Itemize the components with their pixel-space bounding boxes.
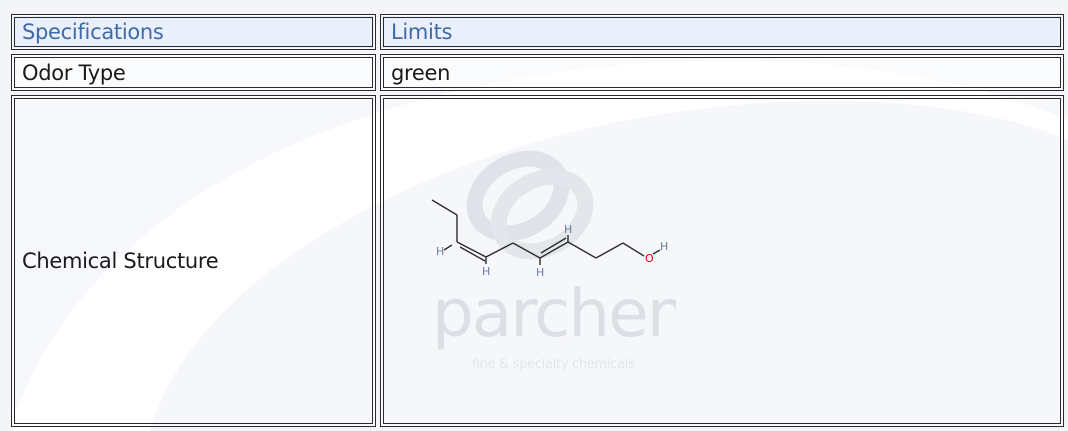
- specifications-header: Specifications: [11, 14, 376, 50]
- hydrogen-label: H: [564, 223, 572, 236]
- watermark-tagline: fine & specialty chemicals: [472, 357, 635, 372]
- limits-header: Limits: [379, 14, 1064, 50]
- chemical-structure-label: Chemical Structure: [11, 95, 376, 427]
- hydrogen-label: H: [660, 240, 668, 253]
- specifications-table: Specifications Limits Odor Type green Ch…: [7, 10, 1068, 431]
- hydrogen-label: H: [482, 265, 490, 278]
- parchem-watermark: parchem fine & specialty chemicals: [432, 150, 676, 372]
- odor-type-label: Odor Type: [11, 54, 376, 91]
- hydrogen-label: H: [436, 245, 444, 258]
- table-row: Chemical Structure parchem fine & specia…: [11, 95, 1064, 427]
- oxygen-label: O: [645, 252, 654, 265]
- watermark-brand: parchem: [432, 275, 676, 352]
- chemical-structure-cell: parchem fine & specialty chemicals: [379, 95, 1064, 427]
- odor-type-value: green: [379, 54, 1064, 91]
- molecule-structure: H H H H H O: [431, 199, 668, 279]
- table-row: Odor Type green: [11, 54, 1064, 91]
- molecule-atom-labels: H H H H H O: [436, 223, 668, 279]
- molecule-bonds: [431, 199, 661, 265]
- hydrogen-label: H: [536, 266, 544, 279]
- table-header-row: Specifications Limits: [11, 14, 1064, 50]
